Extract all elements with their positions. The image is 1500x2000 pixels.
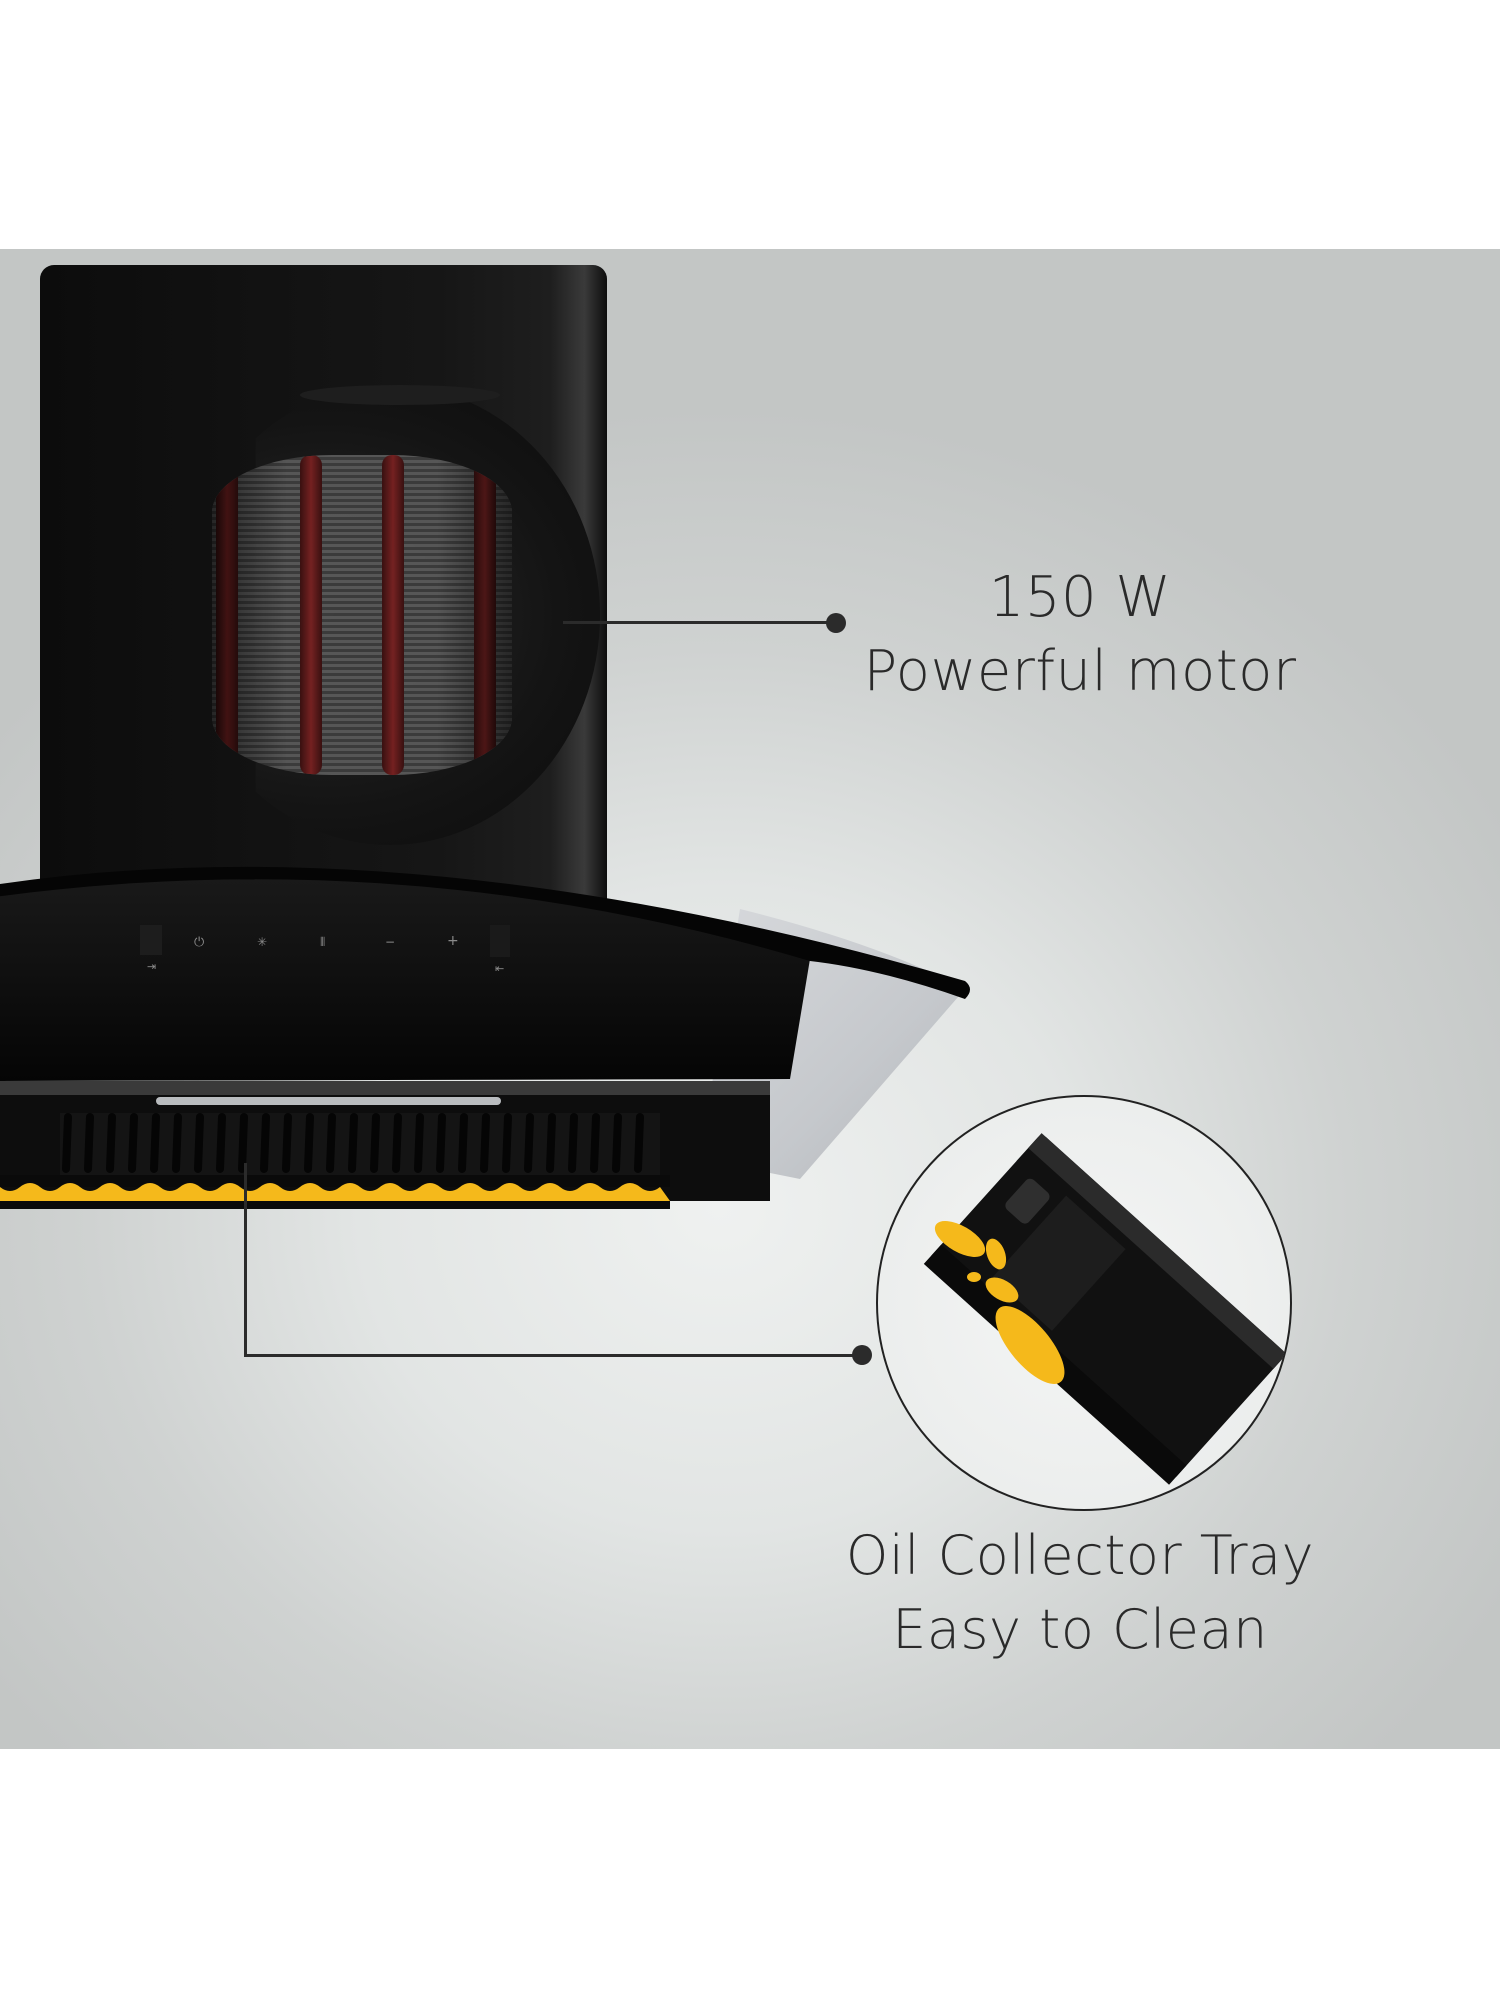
motor-wattage: 150 W xyxy=(988,565,1172,630)
right-indicator-bar xyxy=(490,925,510,957)
yellow-oil-strip xyxy=(0,1183,670,1201)
filter-grille xyxy=(60,1113,660,1179)
left-indicator-icon[interactable]: ⇥ xyxy=(147,960,157,973)
motor-callout-dot xyxy=(826,613,846,633)
oil-drop-logo xyxy=(934,1221,1065,1384)
tray-callout-horizontal xyxy=(244,1354,864,1357)
tray-feature-label: Oil Collector Tray Easy to Clean xyxy=(780,1519,1380,1667)
tray-title: Oil Collector Tray xyxy=(845,1524,1315,1587)
hood-canopy xyxy=(0,866,970,1209)
tray-description: Easy to Clean xyxy=(892,1598,1268,1661)
power-icon[interactable]: ⏻ xyxy=(194,935,205,950)
chimney-body xyxy=(40,265,607,905)
left-indicator-bar xyxy=(140,925,162,955)
motor-callout-line xyxy=(563,621,837,624)
oil-tray-image xyxy=(923,1133,1287,1485)
tray-callout-dot xyxy=(852,1345,872,1365)
oil-tray-inset xyxy=(876,1095,1292,1511)
product-image-panel: ⇥ ⏻ ✳ ⦀ − + ⇤ 150 W Powerful motor xyxy=(0,249,1500,1749)
motor-cutaway xyxy=(180,385,600,845)
motor-coil xyxy=(212,455,512,775)
tray-callout-vertical xyxy=(244,1163,247,1357)
filter-handle xyxy=(156,1097,501,1105)
light-icon[interactable]: ✳ xyxy=(257,935,268,949)
plus-icon[interactable]: + xyxy=(447,933,459,949)
right-indicator-icon[interactable]: ⇤ xyxy=(495,962,505,975)
motor-housing-top xyxy=(300,385,500,405)
glass-panel xyxy=(0,870,810,1081)
timer-icon[interactable]: ⦀ xyxy=(320,935,326,949)
minus-icon[interactable]: − xyxy=(385,935,396,949)
motor-description: Powerful motor xyxy=(863,639,1297,704)
motor-feature-label: 150 W Powerful motor xyxy=(830,561,1330,709)
